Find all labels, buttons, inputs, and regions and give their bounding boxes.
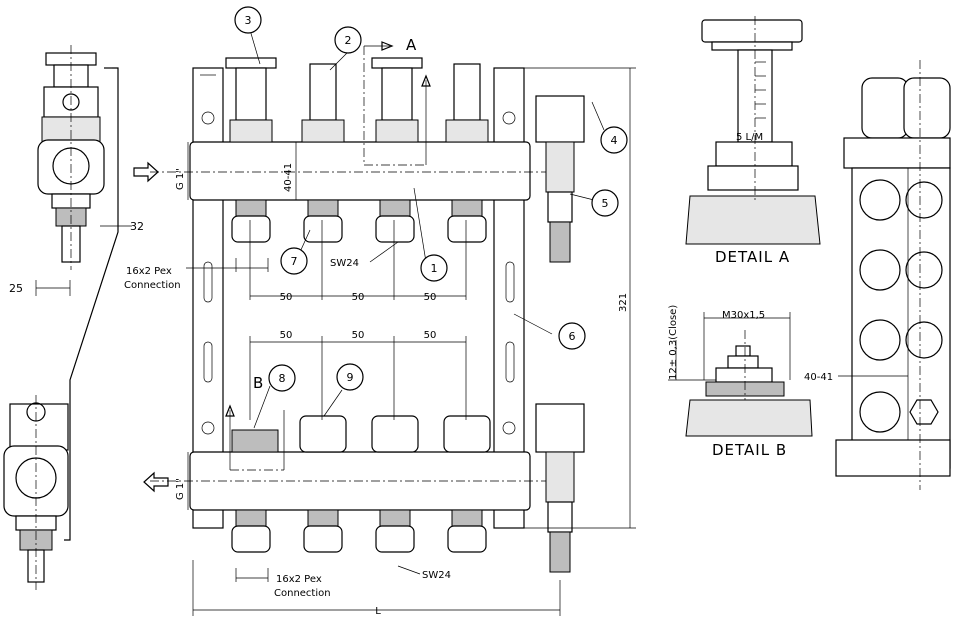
detail-a-title: DETAIL A [715, 248, 790, 266]
thread-label: M30x1,5 [722, 310, 765, 321]
dim-321-label: 321 [618, 293, 629, 312]
dim-50-top-1: 50 [280, 292, 293, 303]
detail-a [685, 16, 821, 245]
dim-50-top-3: 50 [424, 292, 437, 303]
detail-b [668, 312, 813, 437]
dim-32-label: 32 [130, 220, 144, 233]
callout-4: 4 [611, 134, 618, 147]
dim-50-bottom-3: 50 [424, 330, 437, 341]
callout-3: 3 [245, 14, 252, 27]
callout-numbers: 1 2 3 4 5 6 7 8 9 [245, 14, 618, 385]
callout-5: 5 [602, 197, 609, 210]
flow-scale-label: 5 L/M [736, 132, 763, 143]
pex-top-line2: Connection [124, 280, 181, 291]
g1-outlet-label: G 1" [175, 478, 186, 500]
side-width-label: 40-41 [804, 372, 833, 383]
callout-8: 8 [279, 372, 286, 385]
callout-circles [234, 6, 628, 392]
close-dim-label: 12± 0,3(Close) [668, 305, 679, 380]
section-a-label: A [406, 36, 417, 54]
body-width-label: 40-41 [283, 163, 294, 192]
left-side-view [3, 45, 132, 590]
sw24-bottom-label: SW24 [422, 570, 451, 581]
detail-b-title: DETAIL B [712, 441, 787, 459]
front-view [133, 29, 636, 616]
right-side-view [835, 60, 951, 490]
callout-9: 9 [347, 371, 354, 384]
pex-bottom-line1: 16x2 Pex [276, 574, 322, 585]
pex-bottom-line2: Connection [274, 588, 331, 599]
dim-25-label: 25 [9, 282, 23, 295]
pex-top-line1: 16x2 Pex [126, 266, 172, 277]
dim-L-label: L [375, 606, 381, 617]
callout-7: 7 [291, 255, 298, 268]
callout-6: 6 [569, 330, 576, 343]
dim-50-bottom-2: 50 [352, 330, 365, 341]
dim-50-top-2: 50 [352, 292, 365, 303]
callout-1: 1 [431, 262, 438, 275]
section-b-label: B [253, 374, 264, 392]
callout-2: 2 [345, 34, 352, 47]
sw24-top-label: SW24 [330, 258, 359, 269]
dim-50-bottom-1: 50 [280, 330, 293, 341]
g1-inlet-label: G 1" [175, 168, 186, 190]
